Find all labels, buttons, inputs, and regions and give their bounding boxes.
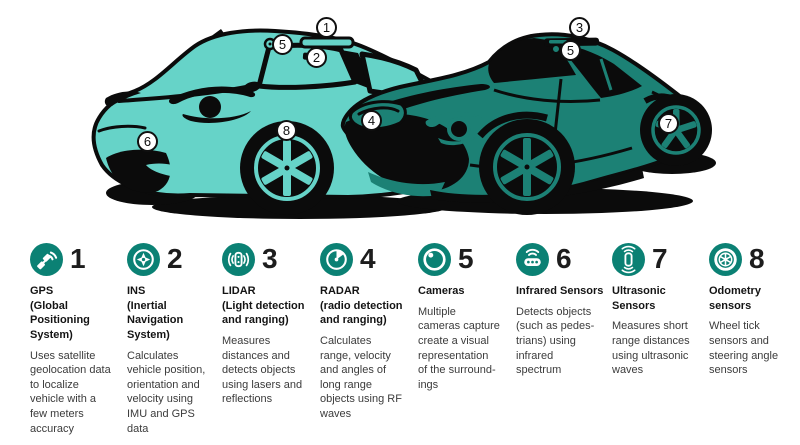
legend-title: Ultrasonic Sensors xyxy=(612,285,666,312)
camera-lens-icon xyxy=(418,242,451,276)
lidar-car-icon xyxy=(222,242,255,276)
infrared-sensor-icon xyxy=(516,242,549,276)
sensor-marker-3: 3 xyxy=(569,17,590,38)
sensor-marker-1: 1 xyxy=(316,17,337,38)
legend-description: Detects objects (such as pedes- trians) … xyxy=(516,305,595,377)
legend-number: 6 xyxy=(556,243,572,274)
legend-item-odometry: 8 Odometry sensors Wheel tick sensors an… xyxy=(709,242,800,378)
legend-number: 5 xyxy=(458,243,474,274)
legend-item-cameras: 5 Cameras Multiple cameras capture creat… xyxy=(418,242,512,392)
legend-number: 1 xyxy=(70,243,86,274)
windshield-camera-sensor xyxy=(551,44,561,54)
ultrasonic-car-icon xyxy=(612,242,645,276)
antenna-fin xyxy=(210,29,226,37)
front-grille xyxy=(344,113,469,192)
sensor-marker-7: 7 xyxy=(658,113,679,134)
dark-car xyxy=(340,32,716,215)
sensor-marker-4: 4 xyxy=(361,110,382,131)
legend-item-gps: 1 GPS (Global Positioning System) Uses s… xyxy=(30,242,124,436)
legend-description: Uses satellite geolocation data to local… xyxy=(30,349,111,435)
roof-sensor-bar xyxy=(299,36,355,49)
legend-description: Multiple cameras capture create a visual… xyxy=(418,305,500,391)
legend-title: GPS (Global Positioning System) xyxy=(30,285,90,341)
gps-satellite-icon xyxy=(30,242,63,276)
light-car-front-wheel xyxy=(240,121,334,215)
sensor-marker-5: 5 xyxy=(560,40,581,61)
sensor-legend: 1 GPS (Global Positioning System) Uses s… xyxy=(0,242,800,445)
legend-item-lidar: 3 LIDAR (Light detection and ranging) Me… xyxy=(222,242,316,407)
legend-title: Infrared Sensors xyxy=(516,285,604,297)
legend-number: 7 xyxy=(652,243,668,274)
sensor-marker-6: 6 xyxy=(137,131,158,152)
legend-title: RADAR (radio detection and ranging) xyxy=(320,285,403,327)
legend-number: 3 xyxy=(262,243,278,274)
headlight-projector xyxy=(199,96,221,118)
wheel-icon xyxy=(709,242,742,276)
legend-item-ins: 2 INS (Inertial Navigation System) Calcu… xyxy=(127,242,221,436)
sensor-marker-8: 8 xyxy=(276,120,297,141)
side-mirror xyxy=(243,81,261,93)
legend-title: INS (Inertial Navigation System) xyxy=(127,285,184,341)
compass-icon xyxy=(127,242,160,276)
legend-number: 8 xyxy=(749,243,765,274)
legend-item-infrared: 6 Infrared Sensors Detects objects (such… xyxy=(516,242,610,378)
legend-title: Odometry sensors xyxy=(709,285,761,312)
cars-illustration xyxy=(91,28,716,219)
legend-description: Measures short range distances using ult… xyxy=(612,320,690,377)
radar-sweep-icon xyxy=(320,242,353,276)
legend-item-ultrasonic: 7 Ultrasonic Sensors Measures short rang… xyxy=(612,242,706,378)
legend-description: Measures distances and detects objects u… xyxy=(222,334,303,406)
sensor-marker-2: 2 xyxy=(306,47,327,68)
dark-car-front-wheel xyxy=(479,119,575,215)
legend-description: Wheel tick sensors and steering angle se… xyxy=(709,320,779,377)
legend-description: Calculates range, velocity and angles of… xyxy=(320,334,402,420)
legend-description: Calculates vehicle position, orientation… xyxy=(127,349,206,435)
legend-title: Cameras xyxy=(418,285,465,297)
light-car xyxy=(91,28,478,219)
legend-number: 4 xyxy=(360,243,376,274)
legend-item-radar: 4 RADAR (radio detection and ranging) Ca… xyxy=(320,242,414,422)
sensor-marker-5: 5 xyxy=(272,34,293,55)
legend-title: LIDAR (Light detection and ranging) xyxy=(222,285,305,327)
legend-number: 2 xyxy=(167,243,183,274)
